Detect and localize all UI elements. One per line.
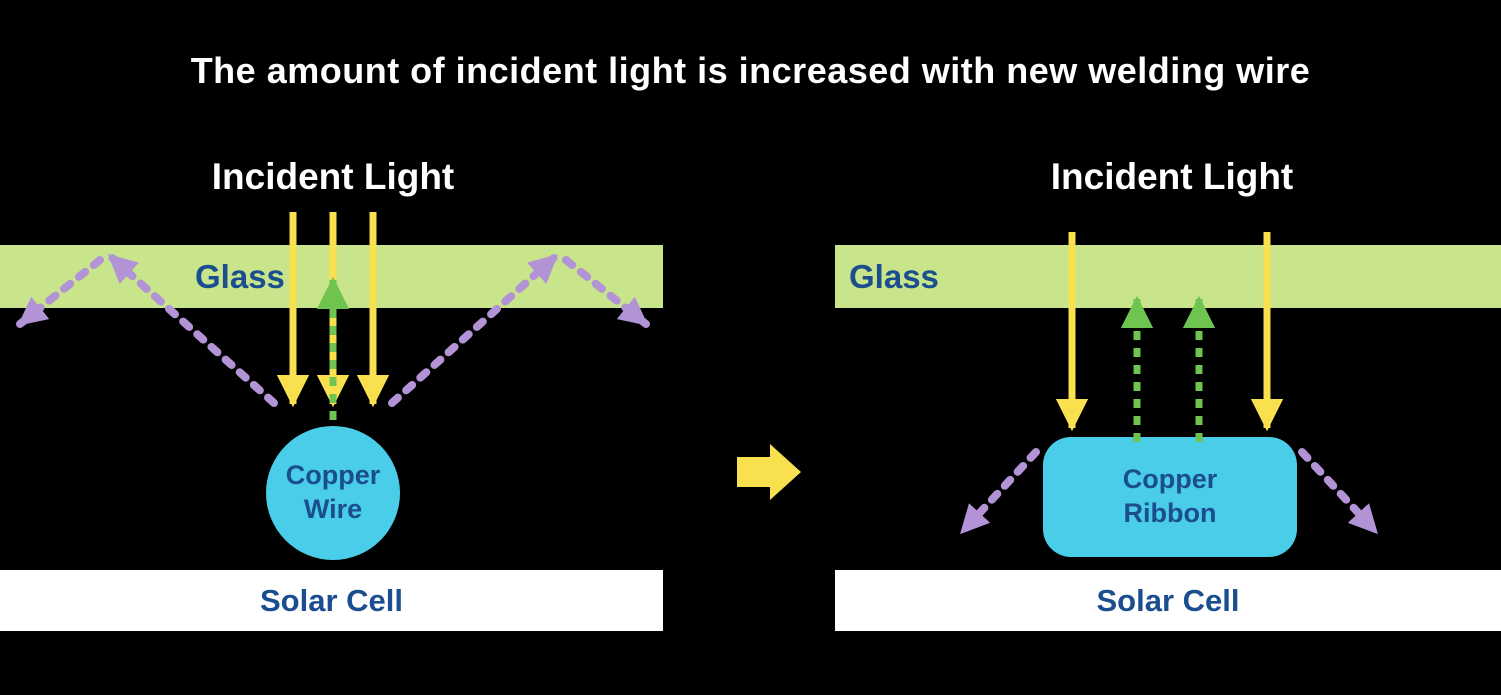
copper-wire-shape: Copper Wire bbox=[266, 426, 400, 560]
solar-cell-left: Solar Cell bbox=[0, 570, 663, 631]
copper-ribbon-label-line1: Copper bbox=[1122, 464, 1218, 495]
glass-layer-right: Glass bbox=[835, 245, 1501, 308]
glass-label-right: Glass bbox=[849, 257, 939, 295]
solar-cell-label-right: Solar Cell bbox=[1096, 582, 1240, 618]
incident-light-label-right: Incident Light bbox=[1050, 156, 1294, 197]
scattered-ray-left-up bbox=[106, 252, 278, 407]
scattered-ray-right-out bbox=[562, 256, 650, 328]
glass-label-left: Glass bbox=[195, 257, 285, 295]
scattered-ray-left-out bbox=[16, 256, 104, 328]
scattered-ray-ribbon-left bbox=[958, 448, 1040, 536]
solar-cell-label-left: Solar Cell bbox=[260, 582, 403, 618]
incident-light-label-left: Incident Light bbox=[211, 156, 455, 197]
transition-right-arrow-icon bbox=[737, 444, 801, 500]
scattered-ray-right-up bbox=[388, 252, 560, 407]
copper-wire-label-line2: Wire bbox=[303, 494, 363, 524]
solar-cell-right: Solar Cell bbox=[835, 570, 1501, 631]
copper-ribbon-shape: Copper Ribbon bbox=[1043, 437, 1297, 557]
scattered-ray-ribbon-right bbox=[1298, 448, 1380, 536]
copper-wire-label-line1: Copper bbox=[285, 460, 381, 491]
diagram-title: The amount of incident light is increase… bbox=[190, 50, 1311, 91]
copper-ribbon-label-line2: Ribbon bbox=[1123, 498, 1217, 528]
